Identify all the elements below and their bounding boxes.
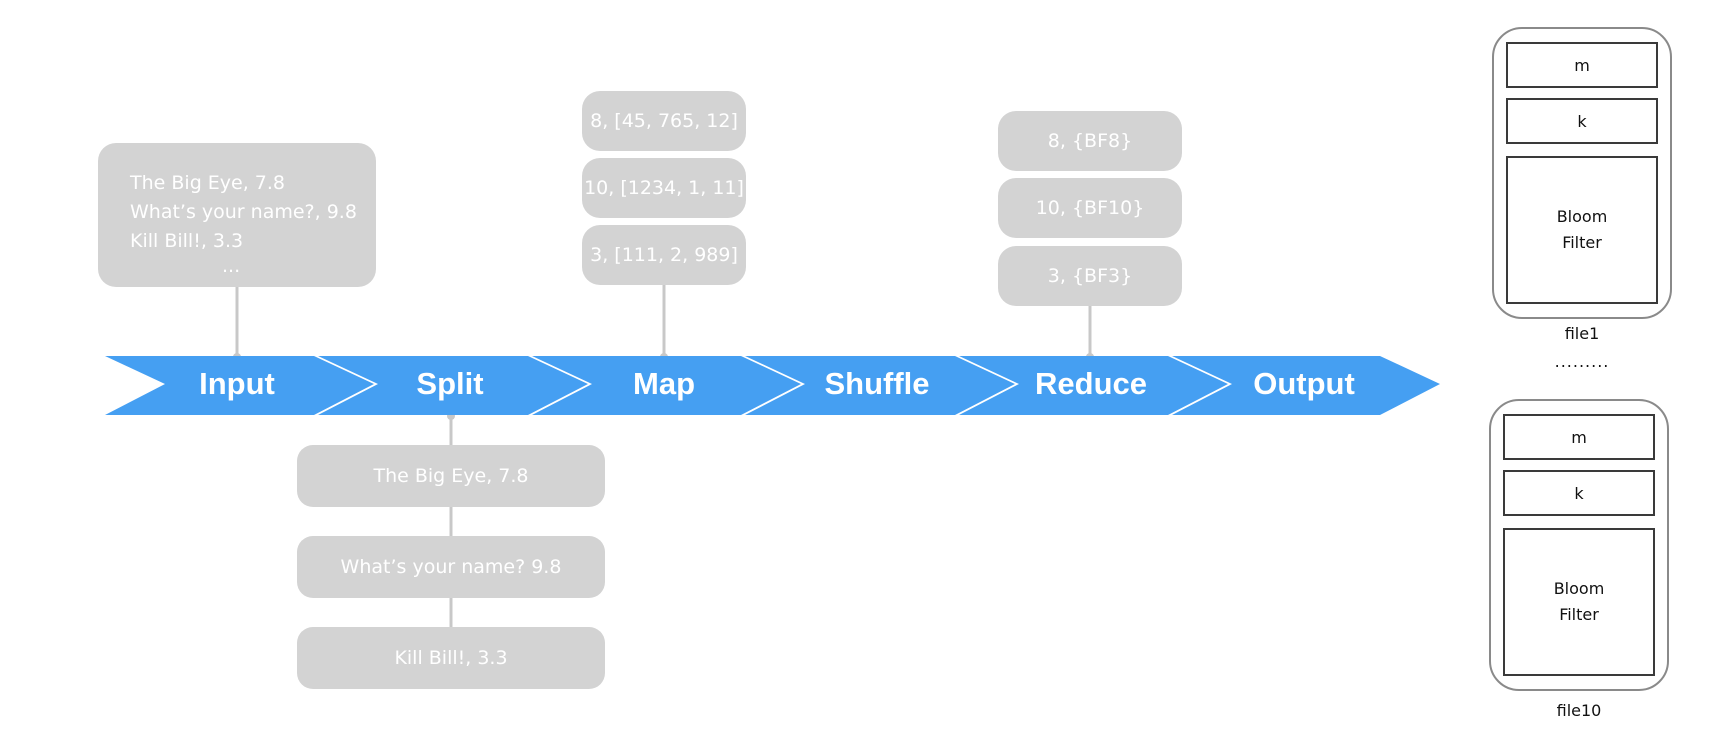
bloom-filter-label: Filter xyxy=(1562,233,1602,252)
input-line: The Big Eye, 7.8 xyxy=(130,172,286,194)
stage-label-map: Map xyxy=(633,366,695,401)
file-card: m k Bloom Filter xyxy=(1489,399,1669,691)
chevron-map xyxy=(532,356,801,415)
map-box: 3, [111, 2, 989] xyxy=(582,225,746,285)
field-m: m xyxy=(1506,42,1658,88)
bloom-filter-cell: Bloom Filter xyxy=(1503,528,1655,676)
map-box: 10, [1234, 1, 11] xyxy=(582,158,746,218)
stage-label-split: Split xyxy=(416,366,484,401)
chevron-split xyxy=(318,356,588,415)
files-separator: ......... xyxy=(1554,352,1610,371)
stage-label-reduce: Reduce xyxy=(1035,366,1147,401)
bloom-filter-label: Bloom xyxy=(1556,207,1608,226)
map-box: 8, [45, 765, 12] xyxy=(582,91,746,151)
chevron-output xyxy=(1172,356,1440,415)
reduce-box: 8, {BF8} xyxy=(998,111,1182,171)
field-m: m xyxy=(1503,414,1655,460)
input-ellipsis: ... xyxy=(222,255,241,277)
file-card: m k Bloom Filter xyxy=(1492,27,1672,319)
file-label: file10 xyxy=(1556,701,1602,720)
file-label: file1 xyxy=(1564,324,1600,343)
chevron-input xyxy=(105,356,374,415)
field-k: k xyxy=(1506,98,1658,144)
input-line: What’s your name?, 9.8 xyxy=(130,201,357,223)
reduce-box: 10, {BF10} xyxy=(998,178,1182,238)
input-data-box: The Big Eye, 7.8 What’s your name?, 9.8 … xyxy=(98,143,376,287)
field-k: k xyxy=(1503,470,1655,516)
split-box: Kill Bill!, 3.3 xyxy=(297,627,605,689)
bloom-filter-cell: Bloom Filter xyxy=(1506,156,1658,304)
chevron-reduce xyxy=(959,356,1228,415)
bloom-filter-label: Filter xyxy=(1559,605,1599,624)
bloom-filter-label: Bloom xyxy=(1553,579,1605,598)
input-line: Kill Bill!, 3.3 xyxy=(130,230,244,252)
stage-label-output: Output xyxy=(1253,366,1355,401)
stage-label-shuffle: Shuffle xyxy=(824,366,930,401)
split-box: What’s your name? 9.8 xyxy=(297,536,605,598)
reduce-box: 3, {BF3} xyxy=(998,246,1182,306)
chevron-shuffle xyxy=(745,356,1015,415)
split-box: The Big Eye, 7.8 xyxy=(297,445,605,507)
stage-label-input: Input xyxy=(199,366,275,401)
